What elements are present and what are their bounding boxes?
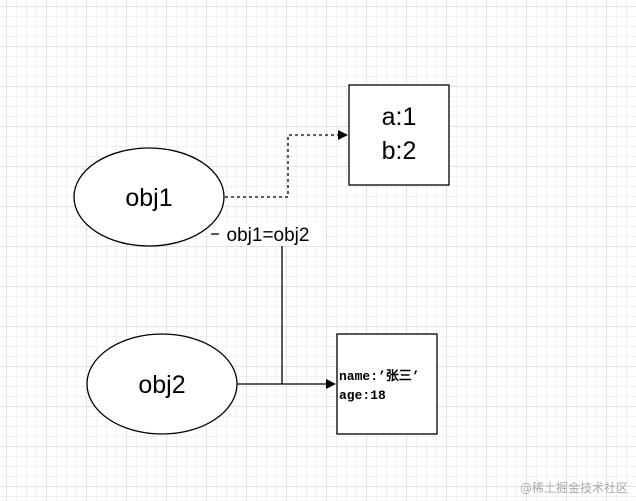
assign-label-background	[215, 223, 321, 245]
box1-line2: b:2	[382, 137, 417, 165]
obj1-label: obj1	[125, 184, 172, 212]
object-box-2[interactable]	[336, 333, 438, 435]
obj1-ellipse[interactable]	[73, 147, 225, 247]
obj2-label: obj2	[138, 371, 185, 399]
object-box-1[interactable]	[348, 84, 450, 186]
box1-line1: a:1	[382, 103, 417, 131]
dashed-arrow-obj1-to-box1[interactable]	[225, 130, 348, 198]
assign-label: obj1=obj2	[227, 225, 310, 246]
box2-line1: name:’张三’	[339, 369, 420, 384]
watermark-text: @稀土掘金技术社区	[519, 481, 628, 495]
box2-line2: age:18	[339, 388, 386, 403]
